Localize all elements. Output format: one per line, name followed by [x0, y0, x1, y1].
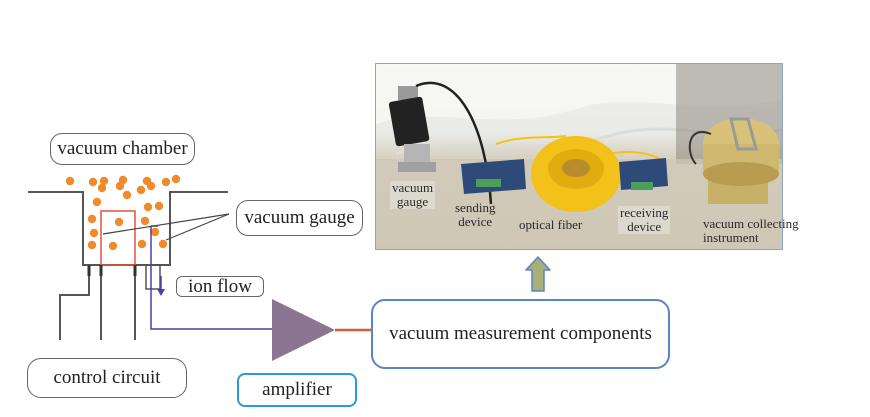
vacuum-gauge-device	[388, 81, 493, 205]
photo-label-receiving-device: receiving device	[618, 205, 671, 234]
gas-particle	[122, 190, 132, 200]
gas-particle	[158, 239, 168, 249]
vacuum-gauge-label: vacuum gauge	[236, 200, 363, 236]
vacuum-collecting-instrument	[688, 117, 779, 204]
photo-label-vacuum-gauge: vacuum gauge	[390, 180, 436, 209]
vacuum-chamber-label: vacuum chamber	[50, 133, 195, 165]
gas-particle	[97, 183, 107, 193]
gas-particle	[99, 176, 109, 186]
photo-label-line: receiving	[620, 205, 669, 220]
sending-device	[461, 159, 526, 194]
gas-particle	[115, 181, 125, 191]
photo-label-optical-fiber: optical fiber	[519, 217, 583, 232]
control-circuit-wires	[59, 276, 136, 340]
gas-particle	[88, 177, 98, 187]
vacuum-measurement-components-box: vacuum measurement components	[371, 299, 670, 369]
optical-fiber-coil	[495, 135, 667, 212]
gas-particle	[140, 216, 150, 226]
gauge-electrode	[100, 210, 136, 266]
photo-label-line: gauge	[397, 194, 429, 209]
gas-particle	[137, 239, 147, 249]
amplifier-symbol	[272, 299, 335, 361]
gas-particle	[154, 201, 164, 211]
gas-particle	[108, 241, 118, 251]
control-circuit-label: control circuit	[27, 358, 187, 398]
gas-particle	[146, 181, 156, 191]
up-arrow-icon	[525, 256, 551, 292]
ion-collector-tube	[145, 265, 161, 290]
gas-particles	[65, 174, 181, 251]
gas-particle	[87, 240, 97, 250]
vacuum-chamber-outline	[28, 191, 228, 266]
photo-label-sending-device: sending device	[455, 201, 495, 229]
gas-particle	[143, 202, 153, 212]
photo-label-line: vacuum	[392, 180, 434, 195]
gas-particle	[89, 228, 99, 238]
gas-particle	[92, 197, 102, 207]
photo-label-line: sending	[455, 200, 496, 215]
gas-particle	[150, 227, 160, 237]
gas-particle	[136, 185, 146, 195]
photo-label-line: instrument	[703, 230, 759, 245]
gas-particle	[161, 177, 171, 187]
components-photo: vacuum gauge sending device optical fibe…	[375, 63, 783, 250]
ion-flow-arrow	[157, 276, 165, 296]
ion-flow-label: ion flow	[176, 276, 264, 297]
gas-particle	[114, 217, 124, 227]
photo-illustration	[376, 64, 782, 249]
gas-particle	[171, 174, 181, 184]
amplifier-label: amplifier	[237, 373, 357, 407]
photo-label-vacuum-collecting-instrument: vacuum collecting instrument	[703, 217, 799, 245]
gas-particle	[65, 176, 75, 186]
photo-label-line: device	[627, 219, 662, 234]
photo-label-line: vacuum collecting	[703, 216, 799, 231]
photo-label-line: device	[458, 214, 493, 229]
chamber-pins	[87, 265, 137, 276]
gas-particle	[87, 214, 97, 224]
vacuum-gauge-pointer-lines	[102, 213, 230, 241]
receiving-device	[619, 158, 668, 190]
